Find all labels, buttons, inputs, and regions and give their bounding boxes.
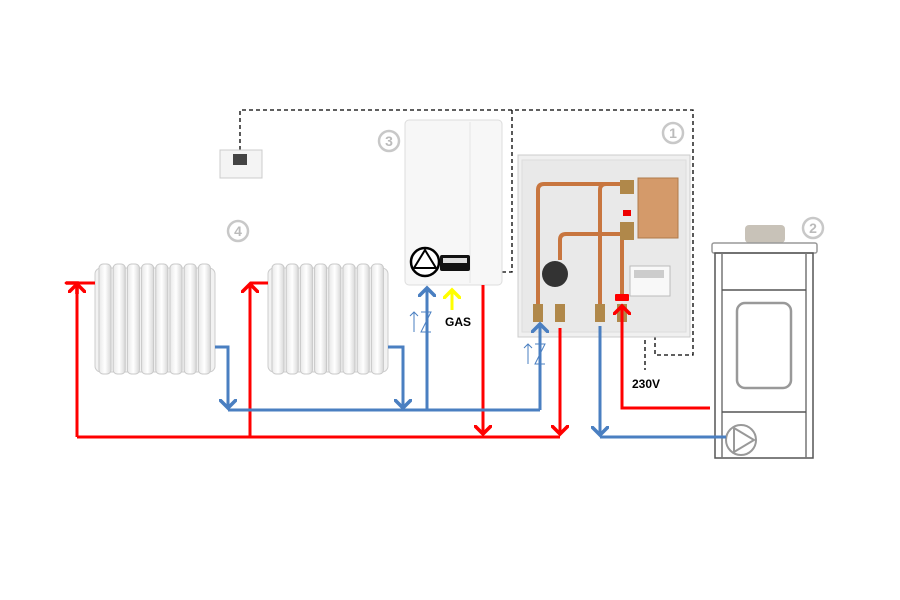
- radiator-fin: [342, 263, 356, 375]
- svg-text:4: 4: [234, 223, 242, 239]
- radiator-fin: [370, 263, 384, 375]
- badge-2: 2: [801, 216, 825, 240]
- room-thermostat: [219, 149, 263, 179]
- radiator-fin: [314, 263, 328, 375]
- voltage-label: 230V: [632, 377, 660, 391]
- gas-label: GAS: [445, 315, 471, 329]
- radiator-2: [267, 263, 389, 375]
- radiator-fin: [271, 263, 285, 375]
- heat-exchanger: [637, 177, 679, 239]
- radiator-fin: [299, 263, 313, 375]
- boiler-pump-icon: [409, 246, 441, 278]
- radiator-fin: [183, 263, 197, 375]
- radiator-1: [94, 263, 216, 375]
- radiator-fin: [141, 263, 155, 375]
- svg-text:1: 1: [669, 125, 677, 141]
- svg-text:2: 2: [809, 220, 817, 236]
- radiator-fin: [112, 263, 126, 375]
- module-pump: [542, 261, 568, 287]
- check-valve-icon: [409, 311, 546, 365]
- badge-1: 1: [661, 121, 685, 145]
- badge-4: 4: [226, 219, 250, 243]
- svg-text:3: 3: [385, 133, 393, 149]
- stove-pump-icon: [725, 424, 757, 456]
- badge-3: 3: [377, 129, 401, 153]
- radiator-fin: [126, 263, 140, 375]
- temperature-sensor: [615, 294, 629, 301]
- hydraulic-module: [517, 154, 691, 338]
- pellet-stove: [711, 225, 818, 459]
- radiator-fin: [98, 263, 112, 375]
- radiator-fin: [197, 263, 211, 375]
- return-pipes: [215, 288, 726, 439]
- radiator-fin: [285, 263, 299, 375]
- radiator-fin: [155, 263, 169, 375]
- radiator-fin: [356, 263, 370, 375]
- radiator-fin: [328, 263, 342, 375]
- gas-boiler: [404, 119, 503, 286]
- radiator-fin: [169, 263, 183, 375]
